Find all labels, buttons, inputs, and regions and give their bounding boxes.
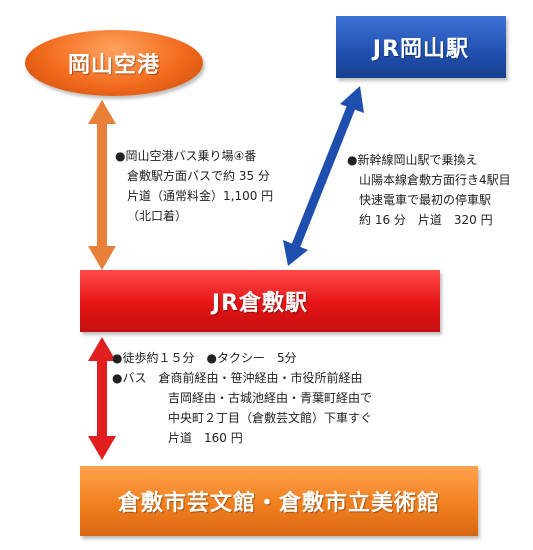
kurashiki-route-arrow bbox=[88, 337, 116, 460]
airport-route-arrow bbox=[88, 100, 116, 270]
note-line: 約 16 分 片道 320 円 bbox=[359, 213, 493, 227]
okayama-route-arrow bbox=[283, 86, 364, 266]
note-line: 山陽本線倉敷方面行き4駅目 bbox=[359, 173, 511, 187]
okayama-route-note: ●新幹線岡山駅で乗換え 山陽本線倉敷方面行き4駅目 快速電車で最初の停車駅 約 … bbox=[347, 150, 511, 230]
note-line: ●バス 倉商前経由・笹沖経由・市役所前経由 bbox=[112, 371, 363, 385]
kurashiki-museum-node: 倉敷市芸文館・倉敷市立美術館 bbox=[80, 466, 478, 536]
note-line: ●新幹線岡山駅で乗換え bbox=[347, 153, 478, 167]
note-line: ●徒歩約１５分 ●タクシー 5分 bbox=[112, 351, 297, 365]
okayama-airport-node: 岡山空港 bbox=[25, 30, 203, 96]
note-line: ●岡山空港バス乗り場④番 bbox=[115, 149, 257, 163]
note-line: 片道（通常料金）1,100 円 bbox=[127, 189, 274, 203]
note-line: 中央町２丁目（倉敷芸文館）下車すぐ bbox=[168, 411, 373, 425]
kurashiki-route-note: ●徒歩約１５分 ●タクシー 5分 ●バス 倉商前経由・笹沖経由・市役所前経由 吉… bbox=[112, 348, 372, 448]
jr-okayama-station-node: JR岡山駅 bbox=[336, 16, 506, 78]
note-line: 快速電車で最初の停車駅 bbox=[359, 193, 492, 207]
note-line: 吉岡経由・古城池経由・青葉町経由で bbox=[168, 391, 373, 405]
note-line: 倉敷駅方面バスで約 35 分 bbox=[127, 169, 270, 183]
note-line: （北口着） bbox=[127, 209, 188, 223]
jr-kurashiki-station-node: JR倉敷駅 bbox=[80, 270, 440, 332]
airport-route-note: ●岡山空港バス乗り場④番 倉敷駅方面バスで約 35 分 片道（通常料金）1,10… bbox=[115, 146, 273, 226]
note-line: 片道 160 円 bbox=[168, 431, 243, 445]
